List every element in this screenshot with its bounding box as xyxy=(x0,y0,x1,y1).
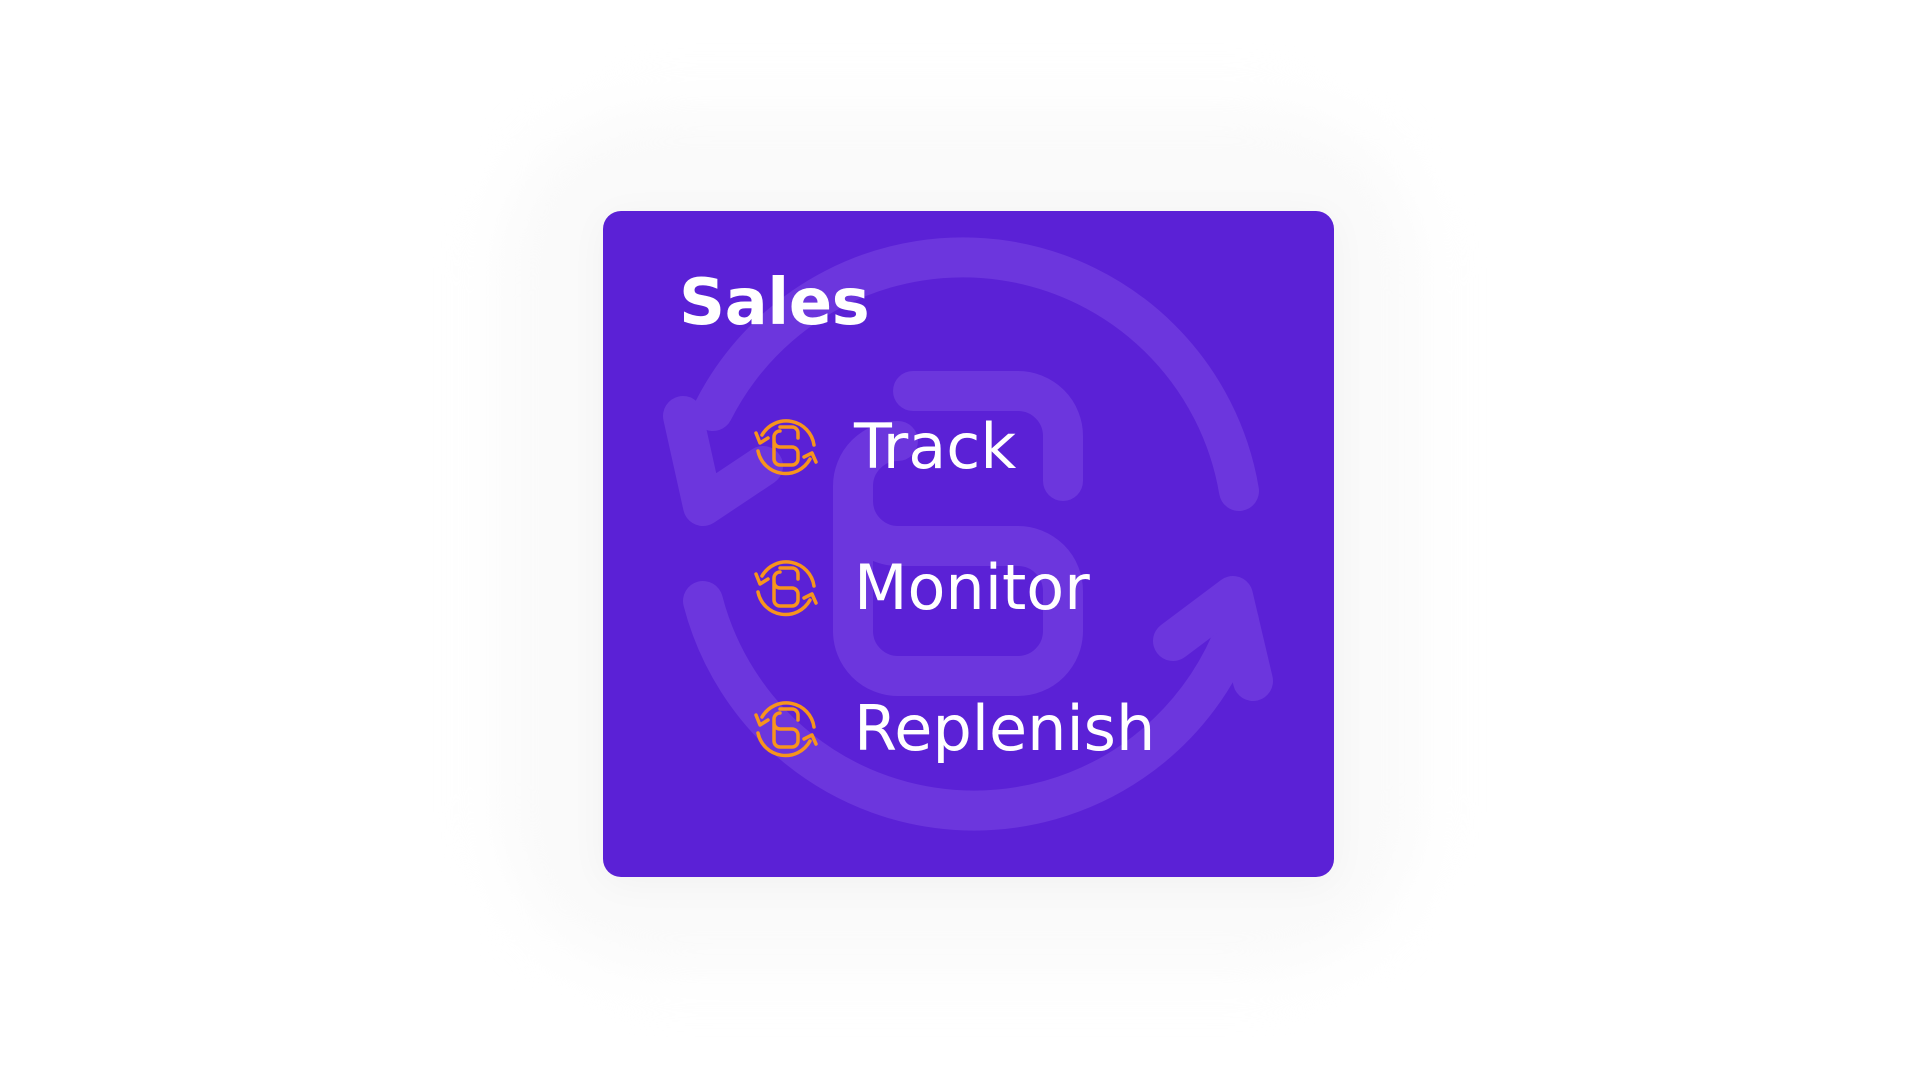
item-label: Track xyxy=(854,410,1017,483)
sync-s-logo-icon xyxy=(750,552,822,624)
item-label: Replenish xyxy=(854,692,1156,765)
sync-s-logo-icon xyxy=(663,237,1273,831)
sync-s-logo-icon xyxy=(750,693,822,765)
list-item-monitor: Monitor xyxy=(750,552,1090,624)
sales-card: Sales Track xyxy=(603,211,1334,877)
list-item-track: Track xyxy=(750,411,1016,483)
item-label: Monitor xyxy=(854,551,1090,624)
list-item-replenish: Replenish xyxy=(750,693,1155,765)
sync-s-logo-icon xyxy=(750,411,822,483)
card-title: Sales xyxy=(679,266,870,340)
